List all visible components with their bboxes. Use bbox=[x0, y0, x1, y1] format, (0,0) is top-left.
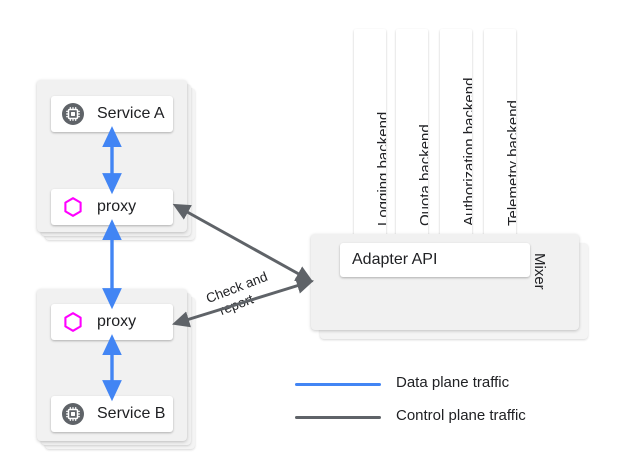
service-a-label: Service A bbox=[97, 105, 165, 122]
service-b-label: Service B bbox=[97, 405, 166, 422]
authorization-backend-column[interactable]: Authorization backend bbox=[440, 29, 472, 251]
proxy-b-label: proxy bbox=[97, 313, 137, 330]
adapter-api-node[interactable]: Adapter API bbox=[340, 243, 530, 277]
service-b-node[interactable]: Service B bbox=[51, 396, 173, 432]
hexagon-icon bbox=[64, 197, 82, 217]
logging-backend-label: Logging backend bbox=[375, 111, 386, 226]
telemetry-backend-column[interactable]: Telemetry backend bbox=[484, 29, 516, 251]
mixer-label: Mixer bbox=[531, 253, 548, 290]
check-and-report-label: Check and report bbox=[204, 269, 276, 322]
proxy-a-node[interactable]: proxy bbox=[51, 189, 173, 225]
legend-control-plane-line bbox=[295, 416, 381, 419]
legend-data-plane-label: Data plane traffic bbox=[396, 374, 510, 391]
authorization-backend-label: Authorization backend bbox=[461, 77, 472, 226]
adapter-api-label: Adapter API bbox=[352, 251, 438, 268]
hexagon-icon bbox=[64, 312, 82, 332]
cpu-chip-icon bbox=[62, 403, 84, 425]
quota-backend-label: Quota backend bbox=[417, 124, 428, 226]
legend-data-plane-line bbox=[295, 383, 381, 386]
edge-proxy-a-mixer bbox=[172, 203, 314, 283]
proxy-b-node[interactable]: proxy bbox=[51, 304, 173, 340]
quota-backend-column[interactable]: Quota backend bbox=[396, 29, 428, 251]
legend-control-plane-label: Control plane traffic bbox=[396, 407, 526, 424]
service-a-node[interactable]: Service A bbox=[51, 96, 173, 132]
proxy-a-label: proxy bbox=[97, 198, 137, 215]
cpu-chip-icon bbox=[62, 103, 84, 125]
telemetry-backend-label: Telemetry backend bbox=[505, 100, 516, 226]
logging-backend-column[interactable]: Logging backend bbox=[354, 29, 386, 251]
